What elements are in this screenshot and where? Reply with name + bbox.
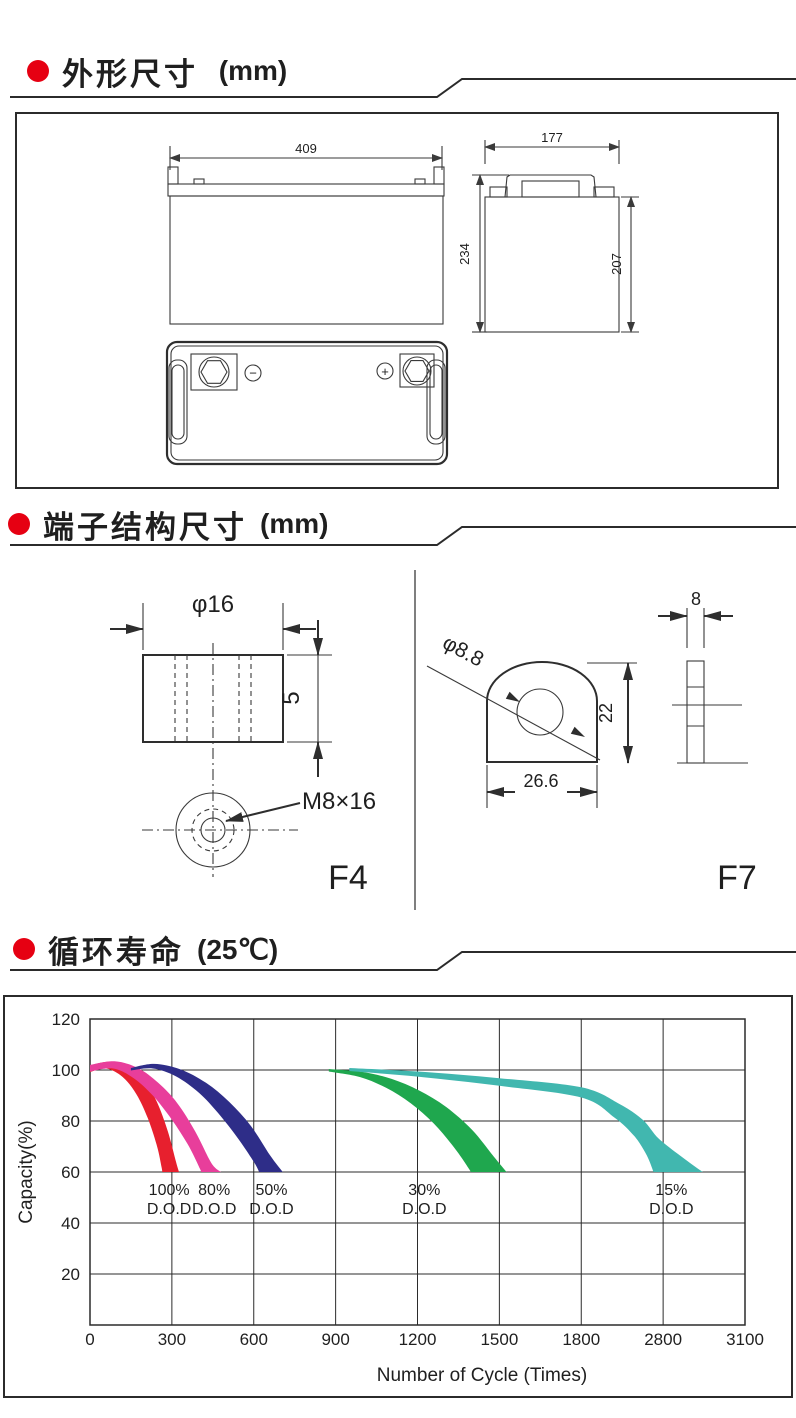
section-bullet-icon: [13, 938, 35, 960]
y-tick-label: 40: [61, 1214, 80, 1233]
battery-front-view: 409: [167, 141, 445, 325]
f4-figure-label: F4: [328, 859, 368, 897]
front-width-dim: 409: [295, 141, 317, 156]
terminal-f4-drawing: φ16 5 M8×16 F4: [110, 591, 376, 897]
side-width-dim: 177: [541, 130, 563, 145]
svg-text:−: −: [249, 366, 257, 381]
section-title-terminal: 端子结构尺寸: [43, 509, 247, 546]
dod-label-percent: 50%: [255, 1182, 287, 1199]
dod-label-percent: 30%: [408, 1182, 440, 1199]
dod-label-text: D.O.D: [249, 1201, 293, 1218]
battery-side-view: 177 234 207: [457, 130, 639, 333]
f4-diameter-dim: φ16: [192, 591, 234, 618]
dod-label-text: D.O.D: [192, 1201, 236, 1218]
f7-base-width-dim: 26.6: [523, 771, 558, 791]
dod-label-text: D.O.D: [402, 1201, 446, 1218]
dod-band-50%: [130, 1063, 283, 1172]
f7-hole-diameter-dim: φ8.8: [439, 631, 488, 671]
x-axis-title: Number of Cycle (Times): [377, 1365, 587, 1386]
x-tick-label: 1200: [399, 1330, 437, 1349]
cycle-life-chart: 0 300 600 900 1200 1500 1800 2800 3100 20 40 60 80 10…: [16, 1010, 764, 1386]
section-header-cycle-life: 循环寿命 (25℃): [13, 928, 279, 971]
dod-band-80%: [90, 1061, 221, 1172]
container-height-dim: 207: [609, 253, 624, 275]
header-rule: [10, 526, 796, 546]
section-title-outline: 外形尺寸: [62, 56, 198, 93]
x-tick-label: 1500: [480, 1330, 518, 1349]
x-tick-label: 2800: [644, 1330, 682, 1349]
y-tick-label: 60: [61, 1163, 80, 1182]
positive-terminal-icon: +: [376, 362, 394, 380]
f7-thickness-dim: 8: [691, 589, 701, 609]
dod-label-text: D.O.D: [147, 1201, 191, 1218]
section-header-outline: 外形尺寸 (mm): [27, 50, 288, 93]
y-tick-label: 100: [52, 1061, 80, 1080]
f7-height-dim: 22: [596, 703, 616, 723]
x-tick-label: 900: [321, 1330, 349, 1349]
section-bullet-icon: [27, 60, 49, 82]
svg-text:+: +: [381, 364, 389, 379]
plot-border: [89, 1018, 746, 1326]
y-tick-label: 80: [61, 1112, 80, 1131]
f7-figure-label: F7: [717, 859, 757, 897]
section-bullet-icon: [8, 513, 30, 535]
section-title-cycle-life-unit: (25℃): [197, 933, 279, 965]
y-axis-title: Capacity(%): [16, 1120, 37, 1223]
section-title-outline-unit: (mm): [211, 55, 288, 86]
dod-label-text: D.O.D: [649, 1201, 693, 1218]
cycle-life-chart-box: 0 300 600 900 1200 1500 1800 2800 3100 20 40 60 80 10…: [3, 995, 793, 1398]
dod-band-30%: [328, 1069, 507, 1173]
terminal-drawings: φ16 5 M8×16 F4: [110, 570, 757, 910]
dod-label-percent: 80%: [198, 1182, 230, 1199]
terminal-f7-drawing: φ8.8 26.6 8 22 F7: [426, 589, 757, 897]
f4-height-dim: 5: [278, 691, 305, 704]
x-tick-label: 3100: [726, 1330, 764, 1349]
dod-label-percent: 100%: [149, 1182, 190, 1199]
header-rule: [10, 951, 796, 971]
x-tick-label: 300: [158, 1330, 186, 1349]
section-header-terminal: 端子结构尺寸 (mm): [8, 503, 329, 546]
f4-thread-dim: M8×16: [302, 788, 376, 815]
outline-drawing-box: 409 177 234: [15, 112, 779, 489]
y-tick-label: 20: [61, 1265, 80, 1284]
dod-band-100%: [90, 1061, 179, 1172]
dod-label-percent: 15%: [655, 1182, 687, 1199]
x-tick-label: 0: [85, 1330, 94, 1349]
y-tick-label: 120: [52, 1010, 80, 1029]
dod-band-15%: [349, 1068, 703, 1172]
battery-top-view: − +: [165, 340, 449, 466]
negative-terminal-icon: −: [244, 364, 262, 382]
x-tick-label: 600: [240, 1330, 268, 1349]
section-title-cycle-life: 循环寿命: [48, 934, 184, 971]
header-rule: [10, 78, 796, 98]
section-title-terminal-unit: (mm): [260, 508, 329, 539]
overall-height-dim: 234: [457, 243, 472, 265]
outline-drawing: 409 177 234: [165, 130, 639, 466]
x-tick-label: 1800: [562, 1330, 600, 1349]
